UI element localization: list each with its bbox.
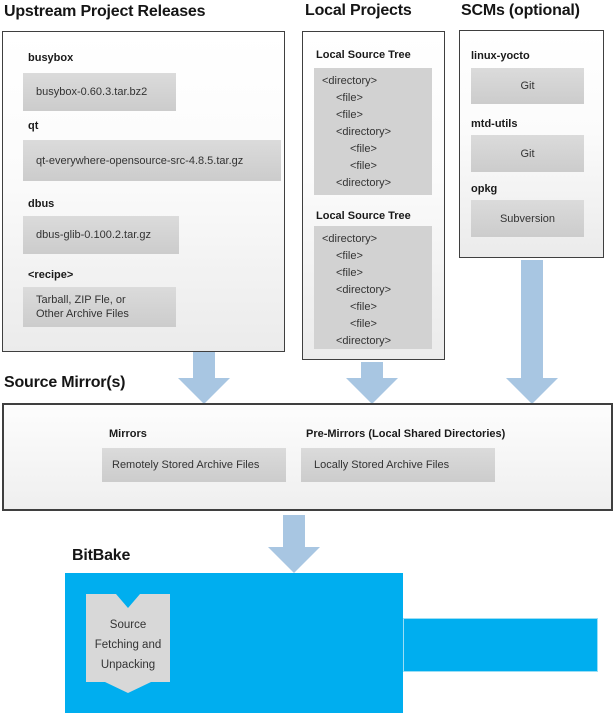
scms-heading: SCMs (optional) xyxy=(461,2,580,19)
ribbon-line: Source xyxy=(109,618,147,631)
tree-line: <file> xyxy=(350,318,377,330)
ribbon-line: Unpacking xyxy=(100,658,156,671)
tree-line: <file> xyxy=(336,267,363,279)
scm-label: linux-yocto xyxy=(471,50,530,62)
source-fetching-ribbon-text: Source Fetching and Unpacking xyxy=(86,606,170,683)
package-label: qt xyxy=(28,120,39,132)
bitbake-heading: BitBake xyxy=(72,547,131,564)
down-arrow-local-to-mirrors xyxy=(346,362,398,404)
down-arrow-scms-to-mirrors xyxy=(506,260,558,404)
source-tree-label: Local Source Tree xyxy=(316,49,411,61)
tree-line: <file> xyxy=(336,109,363,121)
package-label: <recipe> xyxy=(28,269,74,281)
down-arrow-upstream-to-mirrors xyxy=(178,352,230,404)
source-tree-box: <directory> <file> <file> <directory> <f… xyxy=(314,226,432,349)
upstream-releases-heading: Upstream Project Releases xyxy=(4,3,206,20)
tree-line: <file> xyxy=(336,92,363,104)
package-file-box: qt-everywhere-opensource-src-4.8.5.tar.g… xyxy=(23,140,281,181)
scm-label: opkg xyxy=(471,183,498,195)
package-label: busybox xyxy=(28,52,74,64)
local-projects-panel: Local Source Tree <directory> <file> <fi… xyxy=(302,31,445,360)
package-file-box: busybox-0.60.3.tar.bz2 xyxy=(23,73,176,111)
scm-label: mtd-utils xyxy=(471,118,518,130)
ribbon-line: Fetching and xyxy=(94,638,162,651)
file-box-line: Tarball, ZIP Fle, or xyxy=(36,294,126,306)
mirrors-label: Mirrors xyxy=(109,428,147,440)
source-tree-box: <directory> <file> <file> <directory> <f… xyxy=(314,68,432,195)
source-fetching-ribbon xyxy=(86,594,170,693)
source-mirrors-panel: Mirrors Remotely Stored Archive Files Pr… xyxy=(2,403,613,511)
down-arrow-mirrors-to-bitbake xyxy=(268,515,320,573)
tree-line: <file> xyxy=(350,143,377,155)
package-label: dbus xyxy=(28,198,55,210)
tree-line: <file> xyxy=(350,301,377,313)
scm-type-box: Subversion xyxy=(471,200,584,237)
scm-type-box: Git xyxy=(471,68,584,104)
tree-line: <directory> xyxy=(336,284,392,296)
mirrors-file-box: Remotely Stored Archive Files xyxy=(102,448,286,482)
bitbake-output-bar xyxy=(403,618,598,672)
upstream-releases-panel: busybox busybox-0.60.3.tar.bz2 qt qt-eve… xyxy=(2,31,285,352)
tree-line: <directory> xyxy=(322,233,378,245)
scms-panel: linux-yocto Git mtd-utils Git opkg Subve… xyxy=(459,30,604,258)
package-file-box: Tarball, ZIP Fle, or Other Archive Files xyxy=(23,287,176,327)
local-projects-heading: Local Projects xyxy=(305,2,412,19)
premirrors-label: Pre-Mirrors (Local Shared Directories) xyxy=(306,428,506,440)
tree-line: <file> xyxy=(350,160,377,172)
tree-line: <directory> xyxy=(336,335,392,347)
file-box-line: Other Archive Files xyxy=(36,308,129,320)
tree-line: <file> xyxy=(336,250,363,262)
source-mirrors-heading: Source Mirror(s) xyxy=(4,374,126,391)
package-file-box: dbus-glib-0.100.2.tar.gz xyxy=(23,216,179,254)
tree-line: <directory> xyxy=(336,126,392,138)
premirrors-file-box: Locally Stored Archive Files xyxy=(301,448,495,482)
scm-type-box: Git xyxy=(471,135,584,172)
tree-line: <directory> xyxy=(322,75,378,87)
source-tree-label: Local Source Tree xyxy=(316,210,411,222)
tree-line: <directory> xyxy=(336,177,392,189)
